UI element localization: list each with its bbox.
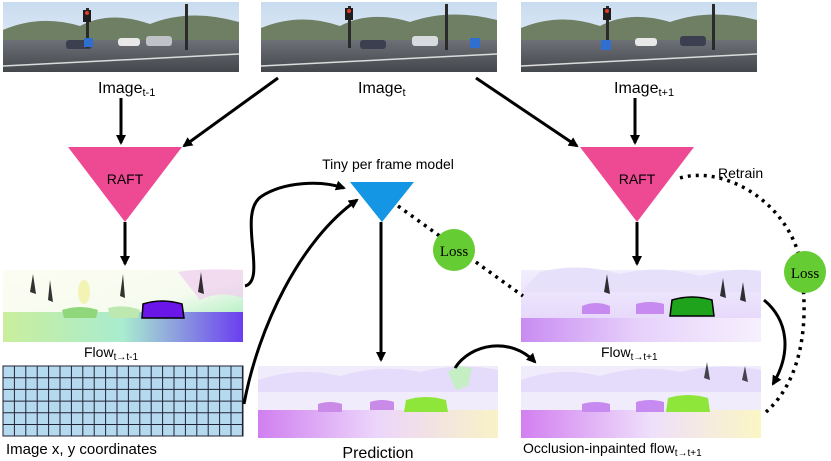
loss-right-label: Loss xyxy=(791,266,820,282)
loss-right-circle xyxy=(784,251,826,293)
prediction-label: Prediction xyxy=(342,445,413,461)
photo-frame-t xyxy=(260,2,498,72)
raft-right-label: RAFT xyxy=(619,171,656,187)
tiny-model-label: Tiny per frame model xyxy=(322,156,454,172)
photo-frame-t-minus-1 xyxy=(2,2,240,72)
retrain-loop-line xyxy=(679,173,806,414)
arrow-image-cur-to-raft-right xyxy=(475,76,579,148)
arrow-grid-to-model xyxy=(242,198,359,405)
coords-label: Image x, y coordinates xyxy=(6,441,157,458)
flow-fwd-label: Flowt→t+1 xyxy=(601,344,658,363)
raft-left-label: RAFT xyxy=(107,171,144,187)
arrow-flow-to-model xyxy=(244,180,346,288)
image-cur-label: Imaget xyxy=(358,80,406,99)
occlusion-flow-label: Occlusion-inpainted flowt→t+1 xyxy=(523,440,702,459)
image-prev-label: Imaget-1 xyxy=(98,80,155,99)
coords-grid xyxy=(2,365,244,437)
image-next-label: Imaget+1 xyxy=(614,80,674,99)
loss-left-label: Loss xyxy=(440,244,469,260)
raft-left-block xyxy=(68,147,182,222)
loss-left-circle xyxy=(433,229,475,271)
occlusion-flow-image xyxy=(521,362,761,438)
arrow-image-cur-to-raft-left xyxy=(182,76,279,148)
flow-fwd-image xyxy=(521,267,761,342)
arrow-prediction-to-occlusion xyxy=(453,344,537,369)
arrow-flow-fwd-to-occlusion xyxy=(763,298,787,386)
tiny-model-block xyxy=(350,182,414,222)
flow-back-image xyxy=(3,269,243,342)
photo-frame-t-plus-1 xyxy=(520,2,758,72)
retrain-label: Retrain xyxy=(718,165,763,181)
flow-back-label: Flowt→t-1 xyxy=(84,344,138,363)
raft-right-block xyxy=(580,147,694,222)
prediction-image xyxy=(258,366,498,438)
loss-line-left xyxy=(396,204,525,298)
